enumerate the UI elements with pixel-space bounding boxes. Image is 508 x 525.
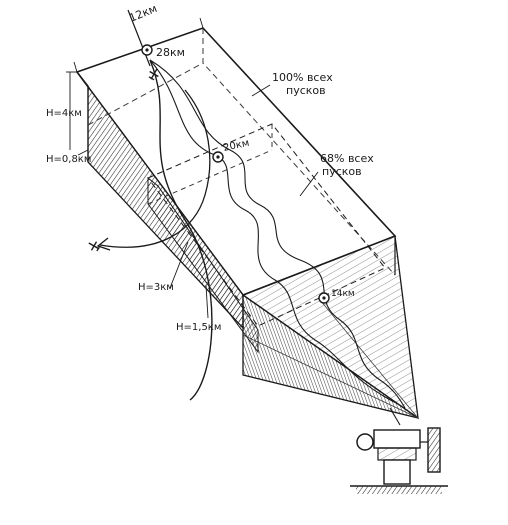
height-4km-dimension: [66, 71, 77, 150]
range-marker-20km: [212, 151, 224, 163]
outer-zone-hidden-edge: [87, 62, 204, 126]
height-4km-label: H=4км: [46, 108, 82, 119]
range-marker-28km: [141, 44, 153, 56]
width-dimension: [73, 17, 204, 73]
inner-zone-top-face: [147, 123, 386, 327]
trajectory-arrow: [96, 237, 111, 251]
height-08km-leader: [77, 149, 89, 156]
trajectory-wavy-2: [149, 59, 399, 405]
height-15km-leader: [205, 284, 209, 319]
zone-axis-line: [127, 9, 151, 67]
width-label: 12км: [127, 2, 159, 25]
height-3km-label: H=3км: [138, 282, 174, 293]
trajectory-outer: [149, 59, 213, 401]
pct68-label-line2: пусков: [322, 165, 362, 178]
height-15km-label: H=1,5км: [176, 322, 221, 333]
pct100-label-line2: пусков: [286, 84, 326, 97]
aircraft-icon: [148, 68, 159, 81]
cone-right-face: [241, 235, 419, 420]
range-28km-label: 28км: [156, 46, 185, 59]
pct100-label-line1: 100% всех: [272, 71, 333, 84]
height-08km-label: H=0,8км: [46, 154, 91, 165]
pct68-label-line1: 68% всех: [320, 152, 374, 165]
view-cone: [241, 235, 419, 420]
radar-antenna-icon: [350, 407, 448, 494]
range-marker-14km: [318, 292, 330, 304]
pct68-leader: [299, 171, 319, 197]
height-3km-leader: [169, 241, 189, 289]
range-14km-label: 14км: [331, 289, 355, 299]
trajectory-wavy-1: [149, 59, 406, 409]
aircraft-icon: [88, 241, 101, 252]
trajectory-curl: [99, 89, 211, 248]
range-20km-label: 20км: [222, 138, 250, 154]
pct100-leader: [251, 84, 271, 97]
